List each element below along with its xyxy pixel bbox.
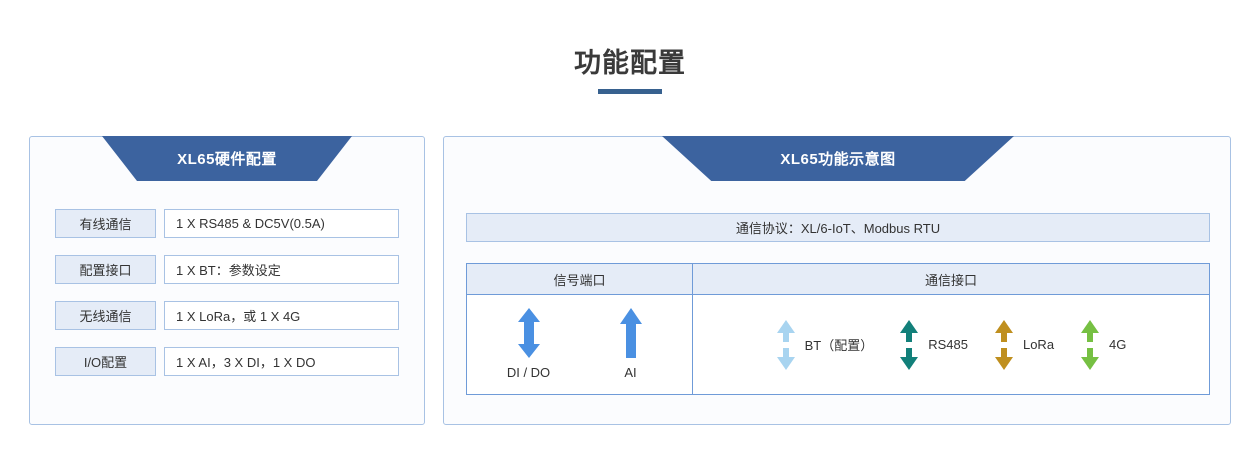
signal-port-ai-label: AI — [624, 365, 637, 380]
spec-label-wireless-comm: 无线通信 — [55, 301, 156, 330]
comm-port-lora-label: LoRa — [1022, 337, 1055, 352]
column-header-comm-port: 通信接口 — [924, 272, 977, 288]
hardware-config-panel: XL65硬件配置 有线通信 1 X RS485 & DC5V(0.5A) 配置接… — [29, 136, 425, 425]
table-row: I/O配置 1 X AI，3 X DI，1 X DO — [55, 347, 399, 376]
hardware-config-banner: XL65硬件配置 — [102, 136, 352, 181]
column-header-signal-port: 信号端口 — [467, 264, 693, 294]
hardware-spec-list: 有线通信 1 X RS485 & DC5V(0.5A) 配置接口 1 X BT：… — [55, 209, 399, 376]
page-title: 功能配置 — [574, 48, 686, 78]
double-arrow-icon — [516, 307, 542, 359]
spec-value-config-port: 1 X BT：参数设定 — [164, 255, 399, 284]
double-arrow-icon — [1080, 319, 1100, 371]
spec-value-io-config: 1 X AI，3 X DI，1 X DO — [164, 347, 399, 376]
comm-port-bt: BT（配置） — [776, 319, 874, 371]
title-underline — [598, 89, 662, 94]
double-arrow-icon — [899, 319, 919, 371]
protocol-bar: 通信协议：XL/6-IoT、Modbus RTU — [466, 213, 1210, 242]
up-arrow-icon — [618, 307, 644, 359]
comm-port-rs485-label: RS485 — [928, 337, 968, 352]
function-diagram-banner: XL65功能示意图 — [662, 136, 1014, 181]
signal-port-di-do-label: DI / DO — [506, 365, 551, 380]
double-arrow-icon — [994, 319, 1014, 371]
function-diagram-panel: XL65功能示意图 通信协议：XL/6-IoT、Modbus RTU 信号端口 … — [443, 136, 1231, 425]
spec-value-wired-comm: 1 X RS485 & DC5V(0.5A) — [164, 209, 399, 238]
function-diagram-banner-label: XL65功能示意图 — [780, 151, 896, 168]
signal-port-di-do: DI / DO — [500, 307, 558, 380]
comm-port-lora: LoRa — [994, 319, 1054, 371]
table-row: 有线通信 1 X RS485 & DC5V(0.5A) — [55, 209, 399, 238]
comm-port-bt-label: BT（配置） — [804, 338, 874, 353]
page-header: 功能配置 — [0, 46, 1260, 94]
spec-value-wireless-comm: 1 X LoRa，或 1 X 4G — [164, 301, 399, 330]
spec-label-wired-comm: 有线通信 — [55, 209, 156, 238]
double-arrow-icon — [776, 319, 796, 371]
hardware-config-banner-label: XL65硬件配置 — [177, 151, 277, 168]
comm-port-4g: 4G — [1080, 319, 1126, 371]
comm-port-cell: BT（配置） RS485 — [693, 295, 1209, 394]
comm-port-4g-label: 4G — [1109, 337, 1127, 352]
signal-port-group: DI / DO AI — [500, 307, 660, 382]
spec-label-config-port: 配置接口 — [55, 255, 156, 284]
function-diagram-table: 信号端口 通信接口 DI / DO — [466, 263, 1210, 395]
table-body-row: DI / DO AI — [467, 295, 1209, 394]
comm-port-group: BT（配置） RS485 — [776, 319, 1126, 371]
signal-port-ai: AI — [602, 307, 660, 380]
signal-port-cell: DI / DO AI — [467, 295, 693, 394]
table-row: 无线通信 1 X LoRa，或 1 X 4G — [55, 301, 399, 330]
table-row: 配置接口 1 X BT：参数设定 — [55, 255, 399, 284]
table-header-row: 信号端口 通信接口 — [467, 264, 1209, 295]
comm-port-rs485: RS485 — [899, 319, 968, 371]
spec-label-io-config: I/O配置 — [55, 347, 156, 376]
